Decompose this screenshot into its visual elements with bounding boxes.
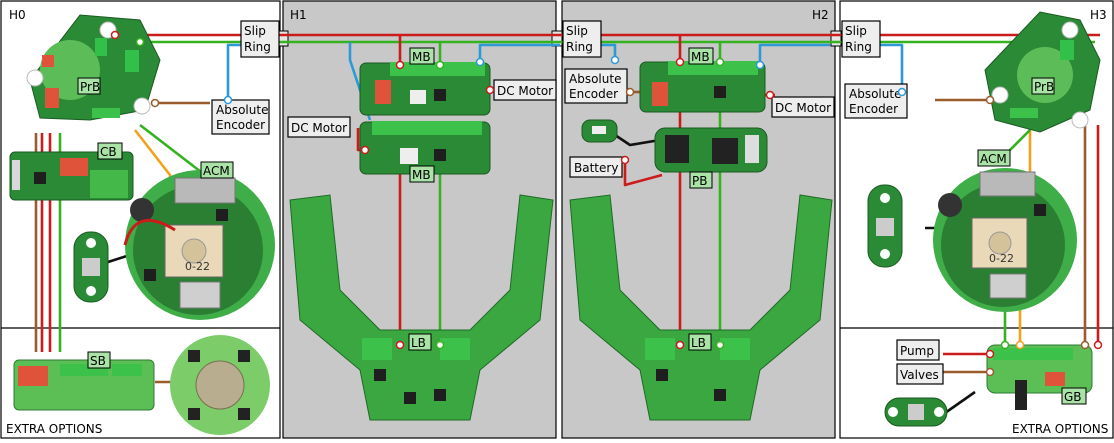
board-label-prb-right: PrB (1034, 80, 1054, 94)
svg-text:DC Motor: DC Motor (291, 121, 347, 135)
round-sensor-board (170, 335, 270, 435)
board-label-acm-left: ACM (203, 164, 230, 178)
board-label-mb-h2: MB (691, 50, 710, 64)
svg-text:Ring: Ring (845, 40, 872, 54)
switch-board (582, 120, 617, 142)
svg-text:Absolute: Absolute (849, 87, 901, 101)
board-label-mb-h1-bottom: MB (412, 168, 431, 182)
callout-slip-ring-h0: Slip Ring (241, 21, 279, 57)
button-board-right (868, 185, 902, 267)
slip-ring-connector-3 (831, 31, 841, 46)
svg-text:Ring: Ring (566, 40, 593, 54)
board-label-prb-left: PrB (80, 80, 100, 94)
acm-sticker-left: 0-22 (185, 260, 210, 273)
panel-label-h2: H2 (812, 8, 829, 22)
svg-text:Encoder: Encoder (216, 118, 265, 132)
callout-absolute-encoder-h0: Absolute Encoder (212, 100, 269, 134)
button-board-left (74, 232, 108, 302)
callout-dc-motor-h2: DC Motor (772, 97, 834, 117)
svg-text:Pump: Pump (900, 344, 934, 358)
svg-text:Slip: Slip (566, 24, 588, 38)
svg-text:DC Motor: DC Motor (497, 84, 553, 98)
board-label-mb-h1-top: MB (412, 50, 431, 64)
callout-slip-ring-h2: Slip Ring (563, 21, 601, 57)
extra-options-label-left: EXTRA OPTIONS (6, 422, 102, 436)
board-label-cb: CB (100, 145, 117, 159)
panel-label-h1: H1 (290, 8, 307, 22)
board-label-acm-right: ACM (980, 152, 1007, 166)
callout-battery: Battery (570, 157, 622, 177)
acm-sticker-right: 0-22 (989, 252, 1014, 265)
board-label-lb-h1: LB (411, 336, 426, 350)
svg-text:Ring: Ring (244, 40, 271, 54)
callout-pump: Pump (897, 340, 939, 360)
extra-options-label-right: EXTRA OPTIONS (1012, 422, 1108, 436)
callout-dc-motor-h1-bottom: DC Motor (288, 117, 350, 137)
acm-board-right (933, 168, 1077, 312)
small-round-board-right (885, 398, 947, 426)
pb-board (655, 128, 767, 172)
svg-text:DC Motor: DC Motor (775, 101, 831, 115)
board-label-gb: GB (1064, 390, 1082, 404)
mb-board-h1-top (360, 62, 490, 115)
callout-slip-ring-h3: Slip Ring (842, 21, 880, 57)
svg-text:Slip: Slip (244, 24, 266, 38)
callout-valves: Valves (897, 364, 943, 384)
board-label-sb: SB (90, 354, 106, 368)
board-label-lb-h2: LB (691, 336, 706, 350)
svg-text:Encoder: Encoder (849, 102, 898, 116)
callout-dc-motor-h1-top: DC Motor (494, 80, 556, 100)
svg-text:Encoder: Encoder (569, 87, 618, 101)
callout-absolute-encoder-h2: Absolute Encoder (565, 69, 627, 103)
panel-label-h3: H3 (1090, 8, 1107, 22)
sb-board (14, 360, 154, 410)
mb-board-h2 (640, 61, 765, 112)
svg-text:Slip: Slip (845, 24, 867, 38)
callout-absolute-encoder-h3: Absolute Encoder (845, 84, 907, 118)
svg-text:Absolute: Absolute (569, 72, 621, 86)
svg-text:Valves: Valves (900, 368, 939, 382)
svg-text:Battery: Battery (574, 161, 618, 175)
svg-text:Absolute: Absolute (216, 103, 268, 117)
acm-board-left (125, 170, 275, 320)
panel-label-h0: H0 (9, 8, 26, 22)
board-label-pb: PB (692, 174, 707, 188)
